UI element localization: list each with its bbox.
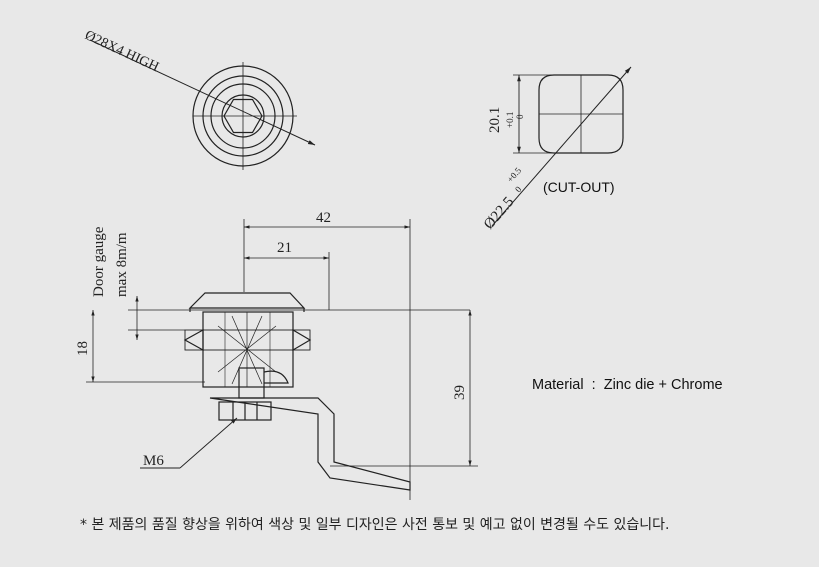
top-view: [89, 39, 316, 170]
cutout-height-tolerance-upper: +0.1: [505, 112, 515, 128]
cutout-diameter-tolerance-lower: 0: [513, 184, 524, 194]
dimension-39: 39: [452, 385, 468, 400]
material-label: Material : Zinc die + Chrome: [532, 377, 723, 393]
cutout-diameter-tolerance-upper: +0.5: [505, 165, 524, 184]
dimension-lines: [86, 219, 478, 500]
cutout-caption: (CUT-OUT): [543, 179, 615, 195]
dimension-21: 21: [277, 240, 292, 256]
thread-label: M6: [143, 453, 164, 469]
dimension-42: 42: [316, 210, 331, 226]
cutout-height-tolerance-lower: 0: [515, 114, 525, 119]
cutout-diameter-dimension: Ø22.5: [481, 194, 517, 232]
cutout-height-dimension: 20.1: [487, 107, 503, 133]
dimension-18: 18: [75, 341, 91, 356]
door-gauge-max-label: max 8m/m: [114, 232, 130, 297]
side-view: [140, 292, 411, 491]
door-gauge-label: Door gauge: [91, 226, 107, 297]
footer-note: * 본 제품의 품질 향상을 위하여 색상 및 일부 디자인은 사전 통보 및 …: [80, 517, 670, 533]
cutout-view: [491, 66, 632, 227]
top-view-dimension: Ø28X4 HIGH: [82, 28, 161, 75]
